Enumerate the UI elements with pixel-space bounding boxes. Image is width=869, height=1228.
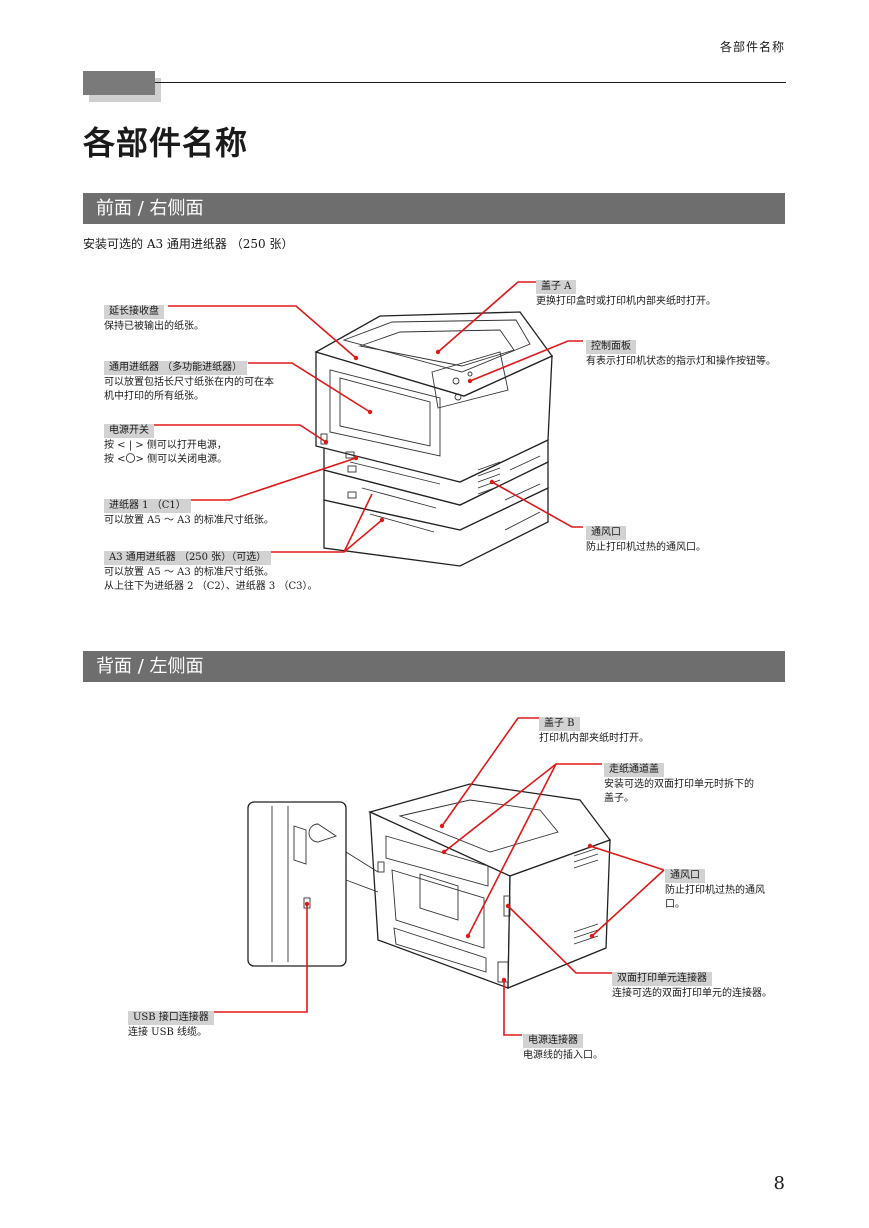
callout-vent-back: 通风口 防止打印机过热的通风 口。 <box>665 863 765 912</box>
front-printer-illustration <box>314 311 553 567</box>
callout-label: 走纸通道盖 <box>604 763 664 777</box>
chapter-tab <box>83 71 155 95</box>
callout-cover-a: 盖子 A 更换打印盒时或打印机内部夹纸时打开。 <box>536 274 716 309</box>
back-printer-illustration <box>247 783 612 989</box>
callout-control-panel: 控制面板 有表示打印机状态的指示灯和操作按钮等。 <box>586 334 776 369</box>
callout-desc: 可以放置 A5 ～ A3 的标准尺寸纸张。 <box>104 515 274 526</box>
callout-desc: 保持已被输出的纸张。 <box>104 321 204 332</box>
section-front-heading: 前面 / 右侧面 <box>83 193 785 224</box>
callout-desc: 更换打印盒时或打印机内部夹纸时打开。 <box>536 296 716 307</box>
callout-label: 控制面板 <box>586 340 636 354</box>
callout-output-tray: 延长接收盘 保持已被输出的纸张。 <box>104 299 204 334</box>
callout-paper-path-cover: 走纸通道盖 安装可选的双面打印单元时拆下的 盖子。 <box>604 757 754 806</box>
callout-label: 双面打印单元连接器 <box>612 972 712 986</box>
callout-cover-b: 盖子 B 打印机内部夹纸时打开。 <box>539 711 649 746</box>
callout-label: 通风口 <box>586 526 626 540</box>
callout-label: 通风口 <box>665 869 705 883</box>
page-title: 各部件名称 <box>83 124 249 162</box>
callout-label: 电源开关 <box>104 424 154 438</box>
callout-desc: 连接可选的双面打印单元的连接器。 <box>612 988 772 999</box>
callout-desc: 打印机内部夹纸时打开。 <box>539 733 649 744</box>
page-number: 8 <box>773 1173 785 1194</box>
front-subtitle: 安装可选的 A3 通用进纸器 （250 张） <box>83 237 294 251</box>
callout-power-switch: 电源开关 按 < | > 侧可以打开电源， 按 <〇> 侧可以关闭电源。 <box>104 418 227 467</box>
callout-vent-front: 通风口 防止打印机过热的通风口。 <box>586 520 706 555</box>
callout-duplex-connector: 双面打印单元连接器 连接可选的双面打印单元的连接器。 <box>612 966 772 1001</box>
back-leader-lines <box>210 717 665 1036</box>
callout-desc: 安装可选的双面打印单元时拆下的 盖子。 <box>604 779 754 804</box>
callout-label: A3 通用进纸器 （250 张）（可选） <box>104 551 272 565</box>
section-back-heading: 背面 / 左侧面 <box>83 651 785 682</box>
callout-desc: 可以放置包括长尺寸纸张在内的可在本 机中打印的所有纸张。 <box>104 377 274 402</box>
callout-desc: 连接 USB 线缆。 <box>128 1027 207 1038</box>
callout-desc: 防止打印机过热的通风 口。 <box>665 885 765 910</box>
front-leader-lines <box>152 281 583 553</box>
callout-desc: 电源线的插入口。 <box>523 1050 603 1061</box>
callout-a3-feeder: A3 通用进纸器 （250 张）（可选） 可以放置 A5 ～ A3 的标准尺寸纸… <box>104 545 317 594</box>
callout-mp-tray: 通用进纸器 （多功能进纸器） 可以放置包括长尺寸纸张在内的可在本 机中打印的所有… <box>104 355 274 404</box>
callout-desc: 有表示打印机状态的指示灯和操作按钮等。 <box>586 356 776 367</box>
callout-label: 通用进纸器 （多功能进纸器） <box>104 361 248 375</box>
callout-usb: USB 接口连接器 连接 USB 线缆。 <box>128 1005 214 1040</box>
callout-power-connector: 电源连接器 电源线的插入口。 <box>523 1028 603 1063</box>
callout-desc: 防止打印机过热的通风口。 <box>586 542 706 553</box>
header-rule <box>155 82 786 83</box>
callout-label: USB 接口连接器 <box>128 1011 214 1025</box>
callout-label: 盖子 B <box>539 717 580 731</box>
callout-desc: 可以放置 A5 ～ A3 的标准尺寸纸张。 从上往下为进纸器 2 （C2）、进纸… <box>104 567 318 592</box>
callout-label: 进纸器 1 （C1） <box>104 499 191 513</box>
callout-label: 电源连接器 <box>523 1034 583 1048</box>
callout-label: 延长接收盘 <box>104 305 164 319</box>
callout-tray1: 进纸器 1 （C1） 可以放置 A5 ～ A3 的标准尺寸纸张。 <box>104 493 274 528</box>
callout-label: 盖子 A <box>536 280 577 294</box>
running-header: 各部件名称 <box>719 40 785 54</box>
callout-desc: 按 < | > 侧可以打开电源， 按 <〇> 侧可以关闭电源。 <box>104 440 228 465</box>
